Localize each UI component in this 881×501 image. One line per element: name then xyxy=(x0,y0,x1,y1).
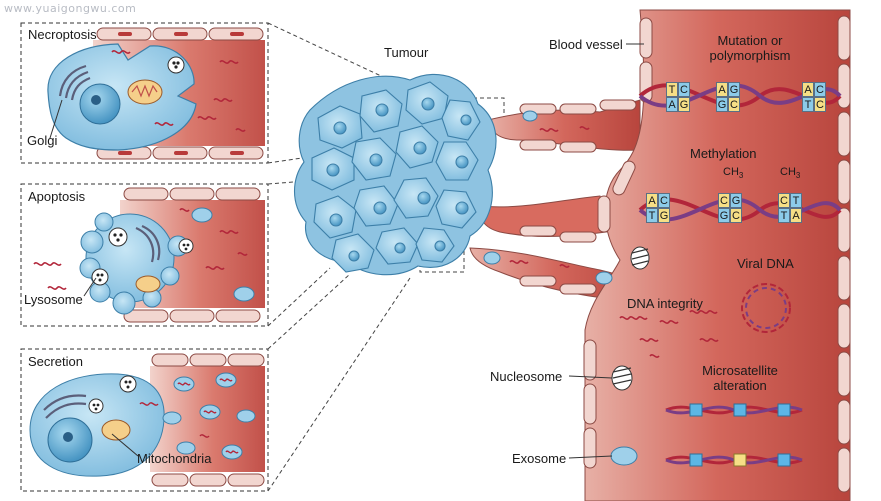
mutation-base-bottom-2: G xyxy=(716,97,728,112)
apoptosis-title: Apoptosis xyxy=(28,189,86,204)
leader-lines xyxy=(49,43,644,459)
exosome-label: Exosome xyxy=(512,451,567,466)
blood-vessel-label: Blood vessel xyxy=(549,37,623,52)
methylation-helix xyxy=(638,197,842,222)
tumour-label: Tumour xyxy=(384,45,429,60)
mutation-base-top-5: C xyxy=(814,82,826,97)
golgi-label: Golgi xyxy=(27,133,58,148)
methylation-base-top-1: C xyxy=(658,193,670,208)
mutation-base-top-2: A xyxy=(716,82,728,97)
methylation-base-bottom-1: G xyxy=(658,208,670,223)
mutation-label: Mutation or polymorphism xyxy=(709,33,791,63)
mutation-base-bottom-0: A xyxy=(666,97,678,112)
apoptosis-panel xyxy=(20,183,269,327)
dna-integrity-label: DNA integrity xyxy=(627,296,703,311)
microsatellite-label: Microsatellite alteration xyxy=(702,363,778,393)
mutation-base-top-1: C xyxy=(678,82,690,97)
blood-vessel xyxy=(469,9,851,501)
mutation-base-bottom-4: T xyxy=(802,97,814,112)
viral-dna-ring xyxy=(741,283,791,333)
nucleosome-icon xyxy=(611,365,633,391)
mutation-base-bottom-3: C xyxy=(728,97,740,112)
methylation-base-top-0: A xyxy=(646,193,658,208)
methylation-label: Methylation xyxy=(690,146,757,161)
methylation-base-bottom-4: T xyxy=(778,208,790,223)
necroptosis-panel xyxy=(20,22,269,164)
methylation-base-top-2: C xyxy=(718,193,730,208)
mutation-base-top-3: G xyxy=(728,82,740,97)
methylation-base-bottom-3: C xyxy=(730,208,742,223)
mutation-base-bottom-5: C xyxy=(814,97,826,112)
methylation-base-top-4: C xyxy=(778,193,790,208)
necroptosis-title: Necroptosis xyxy=(28,27,97,42)
mutation-base-bottom-1: G xyxy=(678,97,690,112)
methylation-base-bottom-5: A xyxy=(790,208,802,223)
ch3-label-1: CH3 xyxy=(723,166,744,181)
secretion-panel xyxy=(20,348,269,492)
secretion-title: Secretion xyxy=(28,354,83,369)
mutation-base-top-0: T xyxy=(666,82,678,97)
methylation-base-bottom-2: G xyxy=(718,208,730,223)
viral-dna-label: Viral DNA xyxy=(737,256,794,271)
mitochondria-label: Mitochondria xyxy=(137,451,212,466)
ch3-label-2: CH3 xyxy=(780,166,801,181)
lysosome-label: Lysosome xyxy=(24,292,83,307)
tumour-mass xyxy=(294,73,497,276)
methylation-base-bottom-0: T xyxy=(646,208,658,223)
nucleosome-label: Nucleosome xyxy=(490,369,563,384)
mutation-base-top-4: A xyxy=(802,82,814,97)
methylation-base-top-3: G xyxy=(730,193,742,208)
methylation-base-top-5: T xyxy=(790,193,802,208)
watermark: www.yuaigongwu.com xyxy=(4,2,137,15)
